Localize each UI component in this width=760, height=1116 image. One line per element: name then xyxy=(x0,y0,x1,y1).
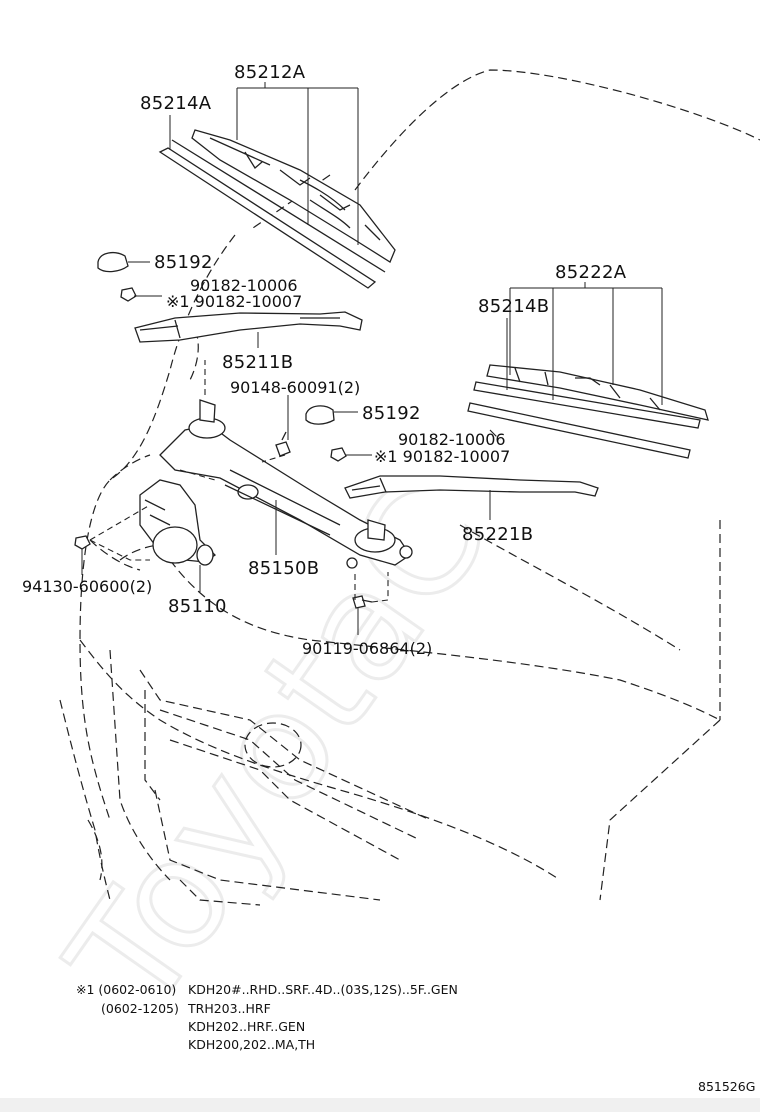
label-85110: 85110 xyxy=(168,596,227,617)
cap-85192-a xyxy=(97,251,129,273)
label-85192-b: 85192 xyxy=(362,403,421,424)
wiper-arm-85211B xyxy=(134,311,363,343)
label-85192-a: 85192 xyxy=(154,252,213,273)
wiper-rubber-85214B xyxy=(467,381,701,459)
label-90182-10006-b: 90182-10006 xyxy=(398,430,506,449)
label-85212A: 85212A xyxy=(234,62,306,83)
label-90182-10007-b: ※1 90182-10007 xyxy=(374,447,510,466)
watermark: ToyotaC xyxy=(36,454,520,1041)
wiper-motor-85110 xyxy=(139,479,217,566)
bottom-bar xyxy=(0,1098,760,1112)
wiper-link-85150B xyxy=(159,399,413,569)
label-85214B: 85214B xyxy=(478,296,549,317)
label-85214A: 85214A xyxy=(140,93,212,114)
figure-id: 851526G xyxy=(698,1079,755,1094)
label-85211B: 85211B xyxy=(222,352,293,373)
label-85221B: 85221B xyxy=(462,524,533,545)
part-labels: 85212A 85214A 85192 90182-10006 ※1 90182… xyxy=(22,62,627,658)
label-90119-06864: 90119-06864(2) xyxy=(302,639,432,658)
label-94130-60600: 94130-60600(2) xyxy=(22,577,152,596)
wiper-blade-85222A xyxy=(486,364,709,421)
nut-90182-b xyxy=(330,447,347,462)
screw-90148 xyxy=(275,431,291,457)
label-85150B: 85150B xyxy=(248,558,319,579)
vehicle-outline xyxy=(59,69,760,906)
wiper-blade-85212A xyxy=(191,129,396,263)
note-line1-text: KDH20#..RHD..SRF..4D..(03S,12S)..5F..GEN xyxy=(188,982,458,997)
leader-lines xyxy=(81,82,663,635)
label-85222A: 85222A xyxy=(555,262,627,283)
nut-94130 xyxy=(74,535,91,550)
label-90148-60091: 90148-60091(2) xyxy=(230,378,360,397)
footnotes: ※1 (0602-0610) KDH20#..RHD..SRF..4D..(03… xyxy=(76,982,458,1052)
bolt-90119 xyxy=(352,595,373,609)
note-line2-code: (0602-1205) xyxy=(101,1001,179,1016)
label-90182-10006-a: 90182-10006 xyxy=(190,276,298,295)
note-line3-text: KDH202..HRF..GEN xyxy=(188,1019,305,1034)
wiper-rubber-85214A xyxy=(158,139,386,289)
note-line2-text: TRH203..HRF xyxy=(187,1001,271,1016)
assembly-guides xyxy=(89,360,389,603)
note-line4-text: KDH200,202..MA,TH xyxy=(188,1037,315,1052)
nut-90182-a xyxy=(120,287,137,302)
label-90182-10007-a: ※1 90182-10007 xyxy=(166,292,302,311)
cap-85192-b xyxy=(305,405,335,425)
note-line1-code: ※1 (0602-0610) xyxy=(76,982,176,997)
wiper-arm-85221B xyxy=(344,475,599,499)
